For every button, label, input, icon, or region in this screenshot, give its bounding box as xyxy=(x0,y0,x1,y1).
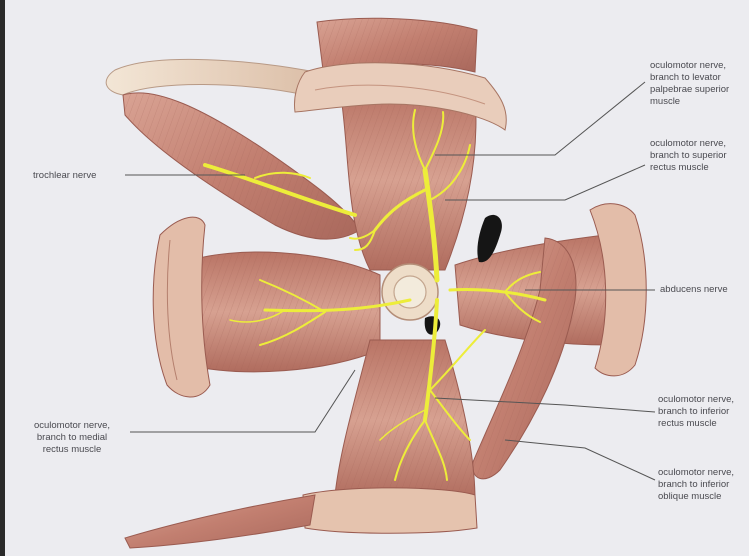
lower-tendon xyxy=(125,495,315,548)
label-inferior-oblique-branch: oculomotor nerve, branch to inferior obl… xyxy=(658,467,749,503)
leader-superior-rectus xyxy=(445,165,645,200)
label-levator-branch: oculomotor nerve, branch to levator palp… xyxy=(650,60,749,108)
label-superior-rectus-branch: oculomotor nerve, branch to superior rec… xyxy=(650,138,749,174)
superior-rectus-muscle xyxy=(340,90,476,270)
label-trochlear-nerve: trochlear nerve xyxy=(33,170,128,182)
superior-oblique-tendon xyxy=(106,59,315,95)
medial-rectus-muscle xyxy=(153,217,380,397)
label-medial-rectus-branch: oculomotor nerve, branch to medial rectu… xyxy=(17,420,127,456)
superior-oblique-muscle xyxy=(123,93,360,239)
leader-medial-rectus xyxy=(130,370,355,432)
eye-muscles-illustration xyxy=(5,0,749,556)
leader-inferior-oblique xyxy=(505,440,655,480)
label-abducens-nerve: abducens nerve xyxy=(660,284,749,296)
leader-inferior-rectus xyxy=(435,398,655,412)
label-inferior-rectus-branch: oculomotor nerve, branch to inferior rec… xyxy=(658,394,749,430)
